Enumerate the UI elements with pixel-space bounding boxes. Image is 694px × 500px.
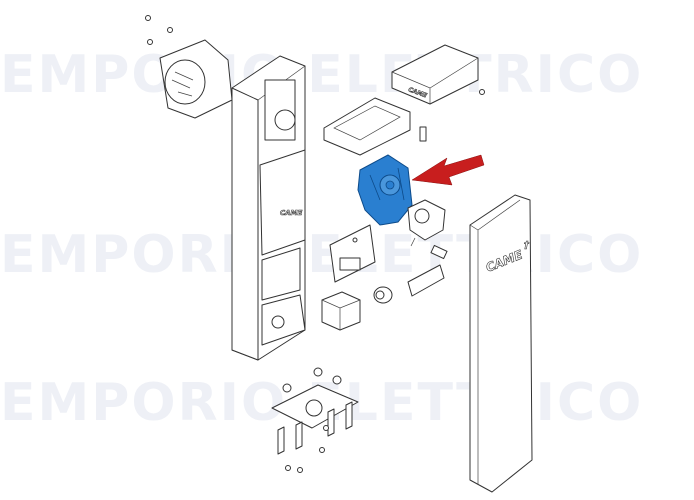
front-cover: CAME †	[469, 194, 533, 493]
gearbox-highlighted[interactable]	[357, 154, 413, 226]
foundation-plate	[271, 367, 359, 473]
svg-text:CAME: CAME	[280, 209, 303, 217]
svg-text:†: †	[524, 240, 530, 251]
bracket-small	[419, 126, 427, 142]
arrow-left-down-icon	[411, 154, 485, 186]
capacitor	[373, 286, 393, 304]
mounting-plate	[407, 264, 445, 297]
control-box-frame	[323, 97, 411, 156]
barrier-pillar: CAME	[231, 55, 306, 361]
svg-text:EMPORIO ELETTRICO: EMPORIO ELETTRICO	[0, 45, 643, 105]
limit-switch	[430, 244, 448, 260]
watermark: EMPORIO ELETTRICO EMPORIO ELETTRICO EMPO…	[0, 45, 643, 433]
control-box-lid: CAME	[391, 44, 485, 105]
transformer	[321, 291, 361, 331]
motor	[407, 199, 446, 247]
screws-top	[145, 15, 173, 45]
control-board	[329, 224, 376, 283]
svg-text:EMPORIO ELETTRICO: EMPORIO ELETTRICO	[0, 225, 643, 285]
